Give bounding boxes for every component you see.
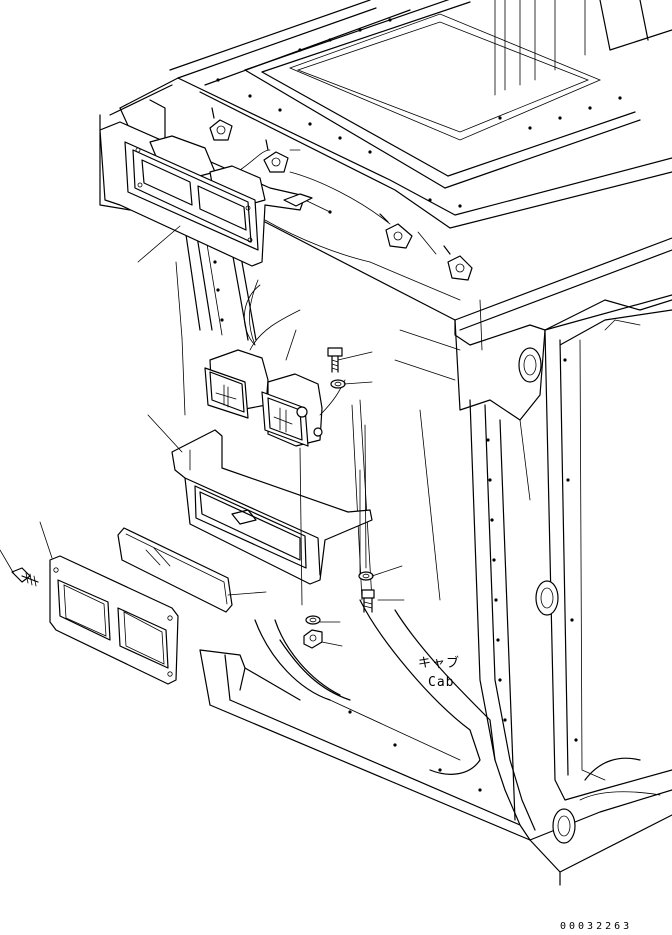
fasteners (12, 194, 374, 648)
cab-label-japanese: キャブ (418, 656, 461, 671)
upper-lamp-assembly (100, 122, 460, 345)
cab-body (100, 0, 672, 885)
lower-lamp-bracket (172, 430, 372, 584)
drawing-number: 00032263 (560, 921, 633, 932)
lens-cover (118, 528, 232, 612)
rivet-dots (213, 18, 622, 792)
cab-label-english: Cab (428, 675, 455, 690)
harness-clips (210, 108, 472, 280)
work-lamps (205, 285, 345, 446)
cover-plate (50, 556, 178, 684)
leader-lines (0, 150, 482, 646)
door-hinges (519, 348, 575, 843)
